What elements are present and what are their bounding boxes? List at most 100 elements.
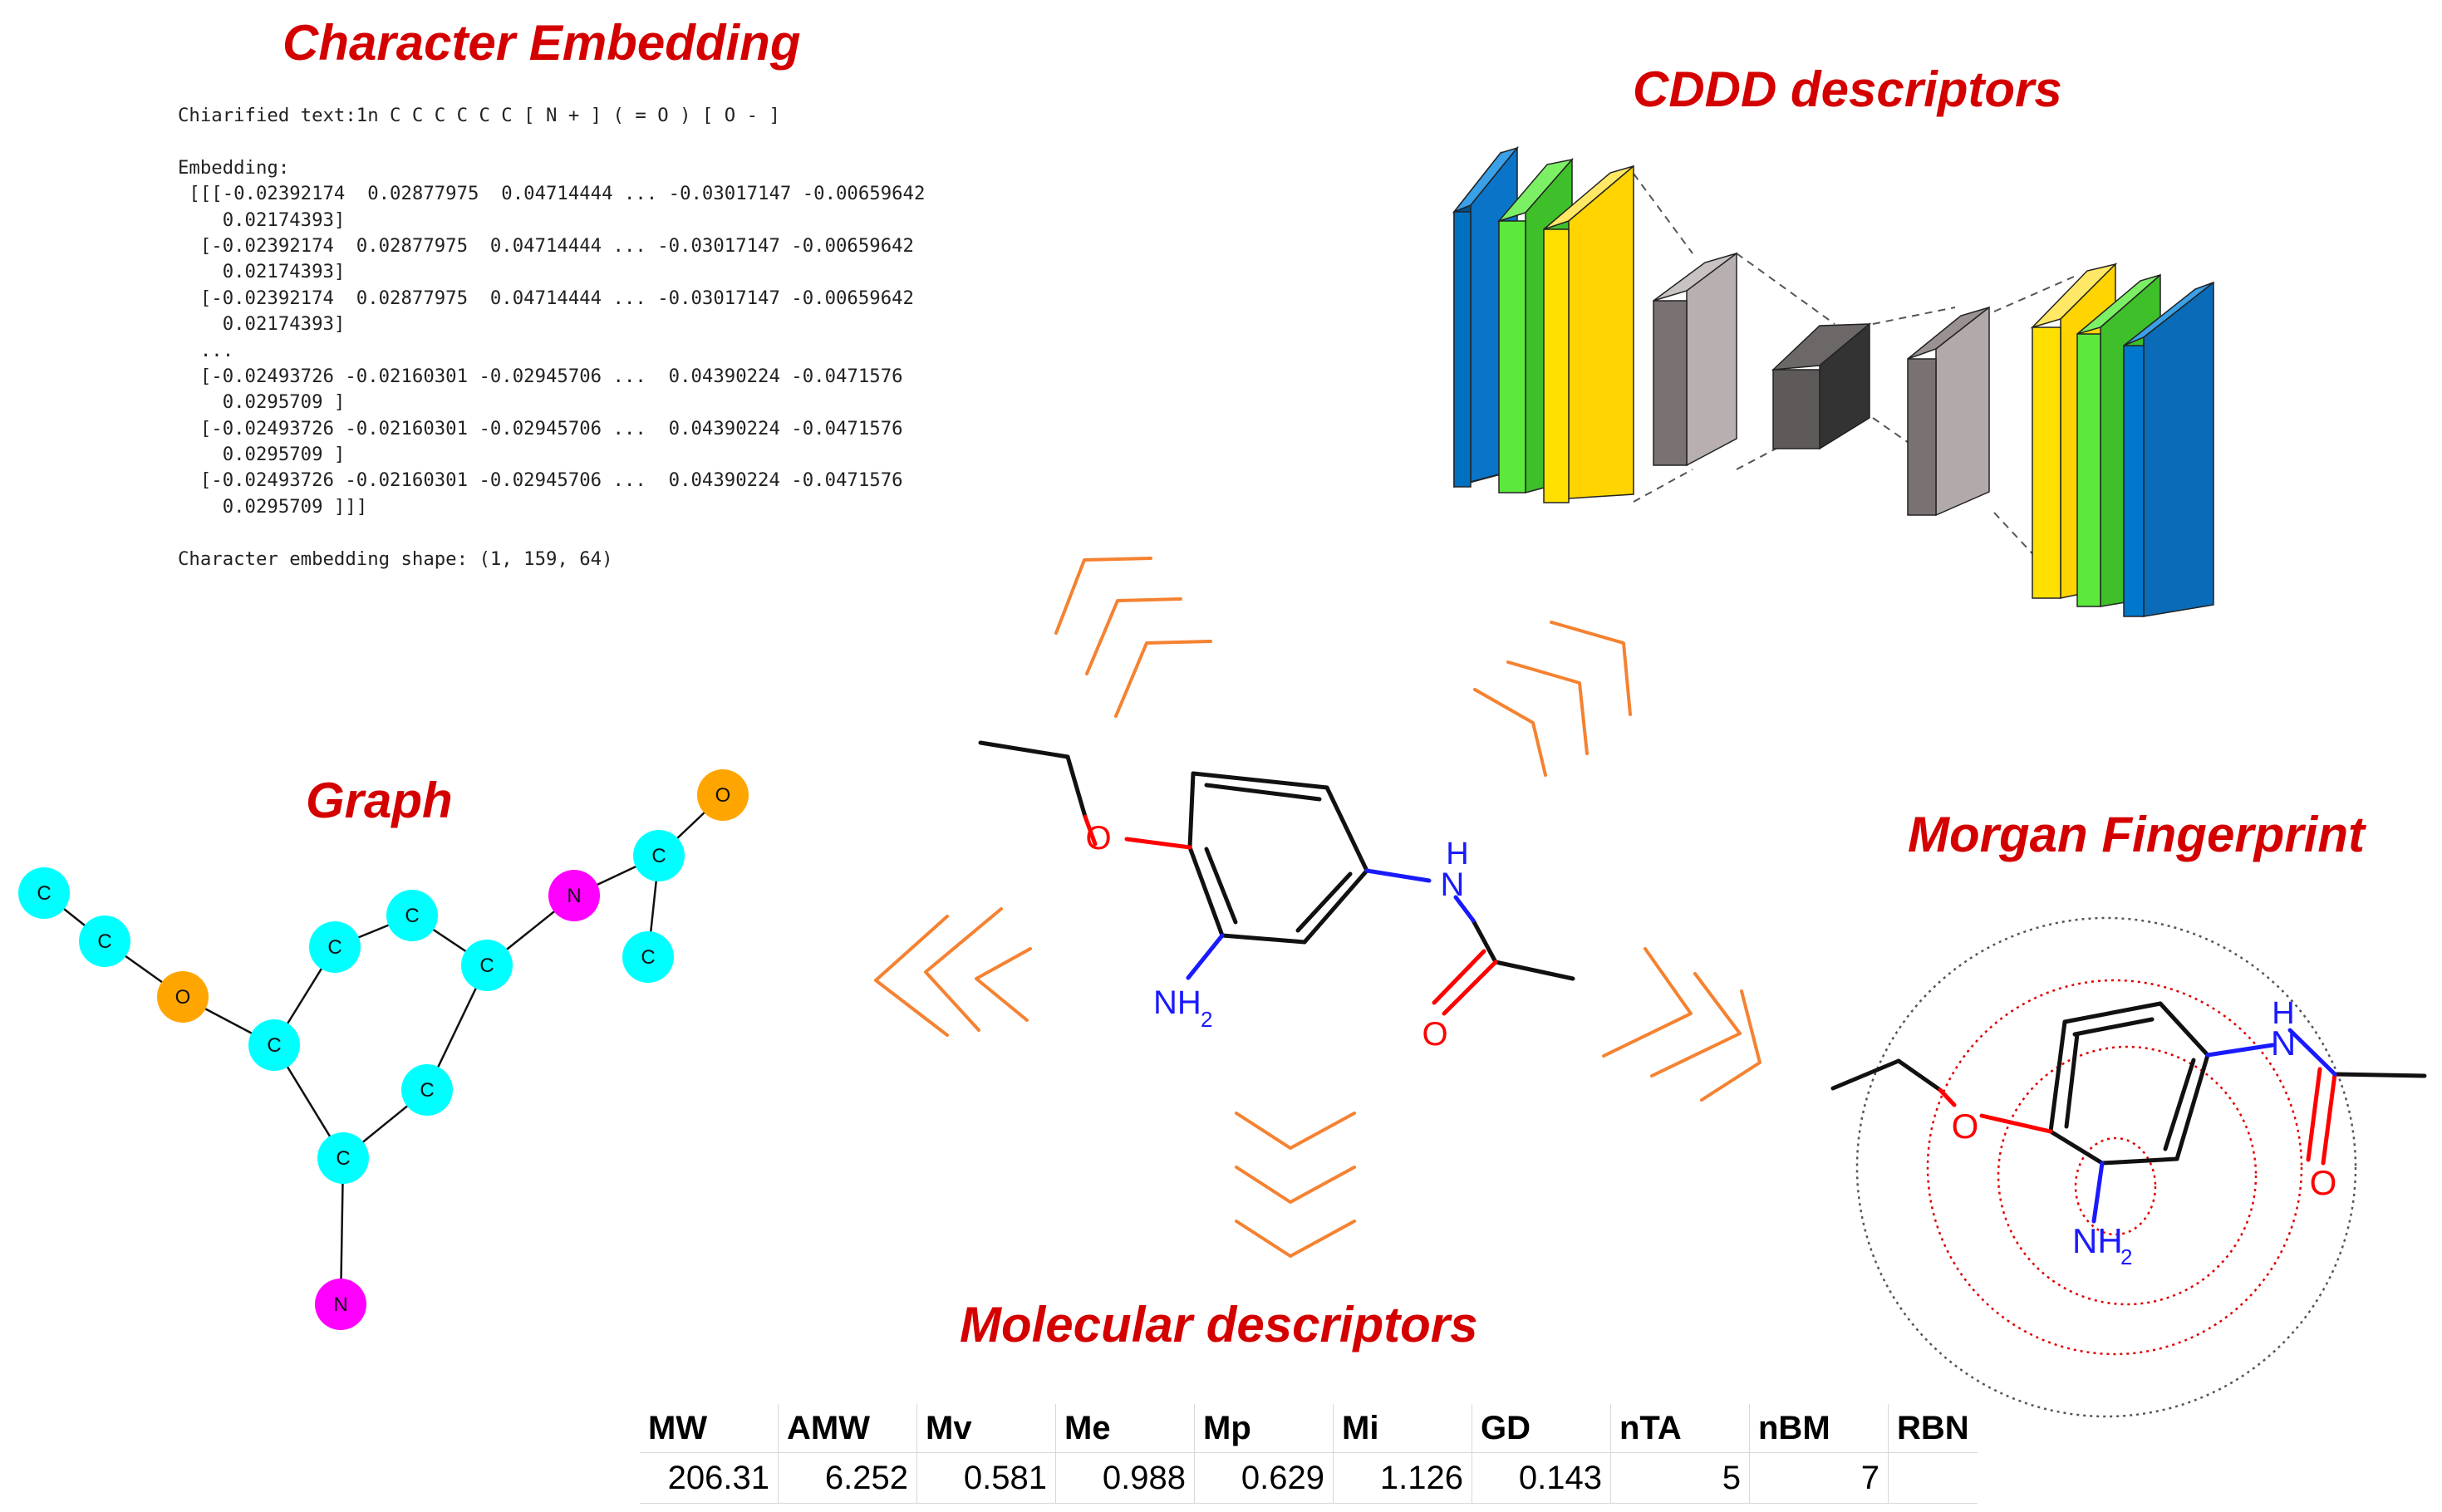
central-amide-nitrogen-label: N [1441,866,1465,903]
embedding-line: [-0.02493726 -0.02160301 -0.02945706 ...… [178,417,903,439]
descriptor-value-cell: 5 [1610,1452,1750,1504]
graph-node-carbon [248,1019,300,1071]
morgan-radius-1-circle [2074,1136,2157,1236]
descriptor-value-cell: 0.988 [1055,1452,1195,1504]
embedding-line: 0.02174393] [178,209,346,231]
graph-node-label: N [333,1294,347,1316]
graph-node-label: N [567,885,581,907]
embedding-line: 0.0295709 ] [178,391,346,414]
descriptor-value-cell: 6.252 [778,1452,917,1504]
descriptor-header-cell: nBM [1749,1404,1889,1453]
descriptor-value-cell: 0.629 [1194,1452,1334,1504]
descriptor-header-cell: AMW [778,1404,917,1453]
title-molecular-descriptors: Molecular descriptors [960,1297,1478,1352]
central-amine-subscript: 2 [1201,1007,1212,1032]
title-character-embedding: Character Embedding [283,15,801,71]
decoder-layer-blue [2123,281,2214,617]
embedding-line: [-0.02392174 0.02877975 0.04714444 ... -… [178,287,914,309]
graph-node-labels: C C O C C C C C C N N C O C [37,784,730,1316]
central-carbonyl-oxygen-label: O [1422,1016,1447,1053]
morgan-amine-subscript: 2 [2120,1244,2132,1269]
embedding-line: 0.0295709 ] [178,444,346,466]
embedding-line: [-0.02493726 -0.02160301 -0.02945706 ...… [178,469,903,492]
descriptor-header-cell: Mv [916,1404,1056,1453]
embedding-line: [-0.02493726 -0.02160301 -0.02945706 ...… [178,365,903,387]
morgan-radius-3-circle [1926,979,2303,1356]
descriptor-header-cell: Mi [1333,1404,1472,1453]
morgan-radius-circles [1855,916,2357,1418]
graph-node-oxygen [157,971,209,1023]
graph-node-label: C [336,1147,350,1170]
central-amide-hydrogen-label: H [1446,837,1468,871]
cddd-autoencoder-diagram [1452,145,2214,617]
graph-node-carbon [633,830,685,881]
descriptor-value-cell: 0.581 [916,1452,1056,1504]
embedding-line: 0.02174393] [178,261,346,283]
morgan-amide-hydrogen-label: H [2272,996,2294,1031]
graph-node-label: C [97,930,111,953]
graph-node-carbon [18,867,70,919]
embedding-line: Character embedding shape: (1, 159, 64) [178,547,613,570]
graph-node-carbon [309,921,361,973]
descriptor-value-cell [1888,1452,1978,1504]
graph-node-carbon [622,931,674,983]
central-molecule [978,740,1575,1016]
arrow-to-cddd [1473,621,1632,777]
graph-node-oxygen [697,769,749,821]
morgan-fingerprint-diagram: O N H NH 2 O [1830,916,2427,1418]
molecular-graph: C C O C C C C C C N N C O C [18,769,749,1330]
arrow-to-morgan [1602,947,1761,1102]
graph-node-label: C [37,882,51,905]
descriptor-value-cell: 7 [1749,1452,1889,1504]
embedding-line: ... [178,339,234,361]
embedding-console-output: Chiarified text:1n C C C C C C [ N + ] (… [178,103,925,572]
descriptor-header-cell: nTA [1610,1404,1750,1453]
encoder-layer-gray [1653,252,1737,467]
descriptor-header-cell: GD [1472,1404,1611,1453]
arrow-to-molecular-descriptors [1235,1112,1356,1258]
graph-node-label: C [267,1034,281,1057]
descriptor-value-row: 206.31 6.252 0.581 0.988 0.629 1.126 0.1… [640,1452,1978,1504]
arrows [874,557,1761,1258]
descriptor-header-cell: Mp [1194,1404,1334,1453]
graph-node-carbon [386,890,438,941]
arrow-to-character-embedding [1054,557,1212,718]
morgan-radius-2-circle [1997,1045,2258,1306]
central-amine-label: NH [1153,984,1201,1021]
descriptor-header-cell: MW [640,1404,779,1453]
graph-node-label: C [327,936,341,959]
graph-edges [43,794,724,1305]
morgan-oxygen-label: O [1952,1107,1979,1146]
morgan-amine-label: NH [2072,1221,2123,1260]
morgan-outer-circle [1855,916,2357,1418]
morgan-carbonyl-oxygen-label: O [2310,1163,2337,1202]
morgan-molecule [1830,1001,2427,1224]
graph-nodes [18,769,749,1330]
graph-node-carbon [401,1064,453,1116]
molecular-descriptors-table: MW AMW Mv Me Mp Mi GD nTA nBM RBN 206.31… [640,1404,1978,1504]
graph-node-carbon [461,940,513,991]
descriptor-header-cell: RBN [1897,1409,1969,1446]
descriptor-header-row: MW AMW Mv Me Mp Mi GD nTA nBM RBN [640,1404,1978,1453]
graph-node-carbon [79,916,130,967]
embedding-line: [[[-0.02392174 0.02877975 0.04714444 ...… [178,183,926,205]
decoder-layer-gray [1907,306,1990,517]
descriptor-value-cell: 0.143 [1472,1452,1611,1504]
graph-node-nitrogen [315,1279,366,1330]
graph-node-carbon [317,1132,369,1184]
arrow-to-graph [874,907,1032,1037]
bottleneck-layer [1771,322,1872,450]
embedding-line: 0.02174393] [178,313,346,336]
encoder-layer-yellow [1543,164,1634,503]
title-cddd-descriptors: CDDD descriptors [1633,61,2062,117]
graph-node-label: C [420,1079,434,1102]
title-graph: Graph [306,773,453,828]
descriptor-value-cell: 1.126 [1333,1452,1472,1504]
graph-node-label: C [641,946,655,969]
embedding-line: 0.0295709 ]]] [178,495,368,518]
morgan-amide-nitrogen-label: N [2271,1024,2296,1063]
descriptor-header-cell: Me [1055,1404,1195,1453]
graph-node-label: C [405,905,419,927]
